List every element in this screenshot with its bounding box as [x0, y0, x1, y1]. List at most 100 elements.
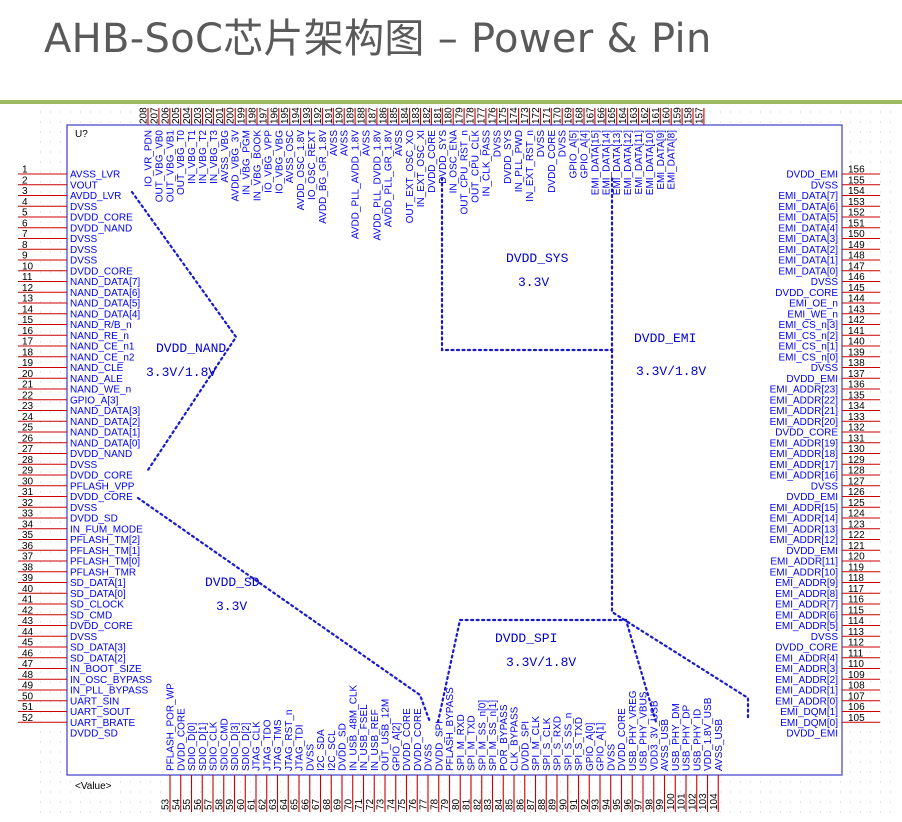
- pin-name: IN_VBG_PGM: [242, 130, 253, 195]
- pin-name: PFLASH_BYPASS: [445, 687, 456, 771]
- pin-name: IN_VBG_BOOK: [253, 130, 264, 201]
- pin-name: EMI_DATA[6]: [778, 202, 838, 213]
- pin-number: 129: [848, 455, 865, 466]
- pin-name: NAND_CE_n1: [70, 342, 135, 353]
- pin-number: 100: [666, 793, 677, 810]
- pin-number: 87: [526, 798, 537, 810]
- pin-number: 151: [848, 218, 865, 229]
- bottom-pin-group: 53PFLASH_POR_WP54DVDD_CORE55SDIO_D[0]56S…: [161, 683, 725, 812]
- pin-number: 44: [22, 627, 34, 638]
- top-pin: 157: [694, 107, 705, 125]
- pin-number: 195: [280, 107, 291, 124]
- pin-name: OUT_CPU_CLK: [471, 130, 482, 203]
- pin-number: 160: [662, 107, 673, 124]
- pin-name: SD_CLOCK: [70, 600, 124, 611]
- pin-name: EMI_ADDR[3]: [775, 664, 838, 675]
- pin-name: DVSS: [606, 743, 617, 771]
- region-name-emi: DVDD_EMI: [634, 331, 696, 346]
- pin-number: 53: [161, 798, 172, 810]
- pin-name: EMI_ADDR[8]: [775, 589, 838, 600]
- pin-name: EMI_WE_n: [787, 309, 838, 320]
- pin-number: 173: [520, 107, 531, 124]
- pin-name: UART_SIN: [70, 696, 119, 707]
- pin-name: IN_PLL_PWD: [514, 130, 525, 192]
- pin-number: 77: [419, 798, 430, 810]
- top-pin: 158: [684, 107, 695, 125]
- pin-name: IO_OSC_REXT: [307, 130, 318, 200]
- pin-name: PFLASH_VPP: [70, 481, 135, 492]
- pin-number: 22: [22, 390, 34, 401]
- pin-number: 193: [302, 107, 313, 124]
- pin-number: 114: [848, 616, 864, 627]
- pin-name: EMI_DQM[0]: [780, 718, 838, 729]
- pin-name: EMI_DATA[2]: [778, 245, 838, 256]
- pin-number: 39: [22, 573, 34, 584]
- region-voltage-emi: 3.3V/1.8V: [636, 364, 706, 379]
- pin-name: EMI_DATA[14]: [601, 130, 612, 195]
- pin-number: 187: [367, 107, 378, 124]
- pin-number: 1: [22, 165, 28, 176]
- pin-name: DVDD_SD: [70, 729, 118, 740]
- pin-number: 127: [848, 476, 865, 487]
- pin-name: AVDD_PLL_AVDD_1.8V: [351, 130, 362, 239]
- pin-number: 73: [376, 798, 387, 810]
- pin-number: 70: [343, 798, 354, 810]
- pin-name: SD_DATA[3]: [70, 643, 126, 654]
- top-pin: 159: [673, 107, 684, 125]
- pin-name: CLK_BYPASS: [510, 706, 521, 771]
- pin-name: DVDD_CORE: [70, 492, 133, 503]
- pin-name: EMI_ADDR[1]: [775, 686, 838, 697]
- pin-name: NAND_DATA[3]: [70, 406, 140, 417]
- pin-name: DVDD_CORE: [413, 708, 424, 771]
- pin-name: I2C_SDA: [316, 729, 327, 771]
- pin-name: AVDD_PLL_DVDD_1.8V: [372, 130, 383, 241]
- pin-number: 184: [400, 107, 411, 124]
- pin-number: 96: [623, 798, 634, 810]
- pin-name: NAND_DATA[1]: [70, 428, 140, 439]
- pin-number: 139: [848, 347, 865, 358]
- pin-number: 59: [225, 798, 236, 810]
- pin-name: NAND_WE_n: [70, 385, 131, 396]
- pin-name: EMI_ADDR[4]: [775, 653, 838, 664]
- pin-name: DVDD_CORE: [402, 708, 413, 771]
- pin-name: AVDD_OSC_1.8V: [296, 130, 307, 211]
- pin-name: NAND_CE_n2: [70, 352, 135, 363]
- pin-name: PFLASH_TM[2]: [70, 535, 140, 546]
- pin-number: 148: [848, 251, 865, 262]
- pin-name: DVDD_CORE: [775, 428, 838, 439]
- pin-number: 51: [22, 702, 34, 713]
- pin-number: 147: [848, 261, 865, 272]
